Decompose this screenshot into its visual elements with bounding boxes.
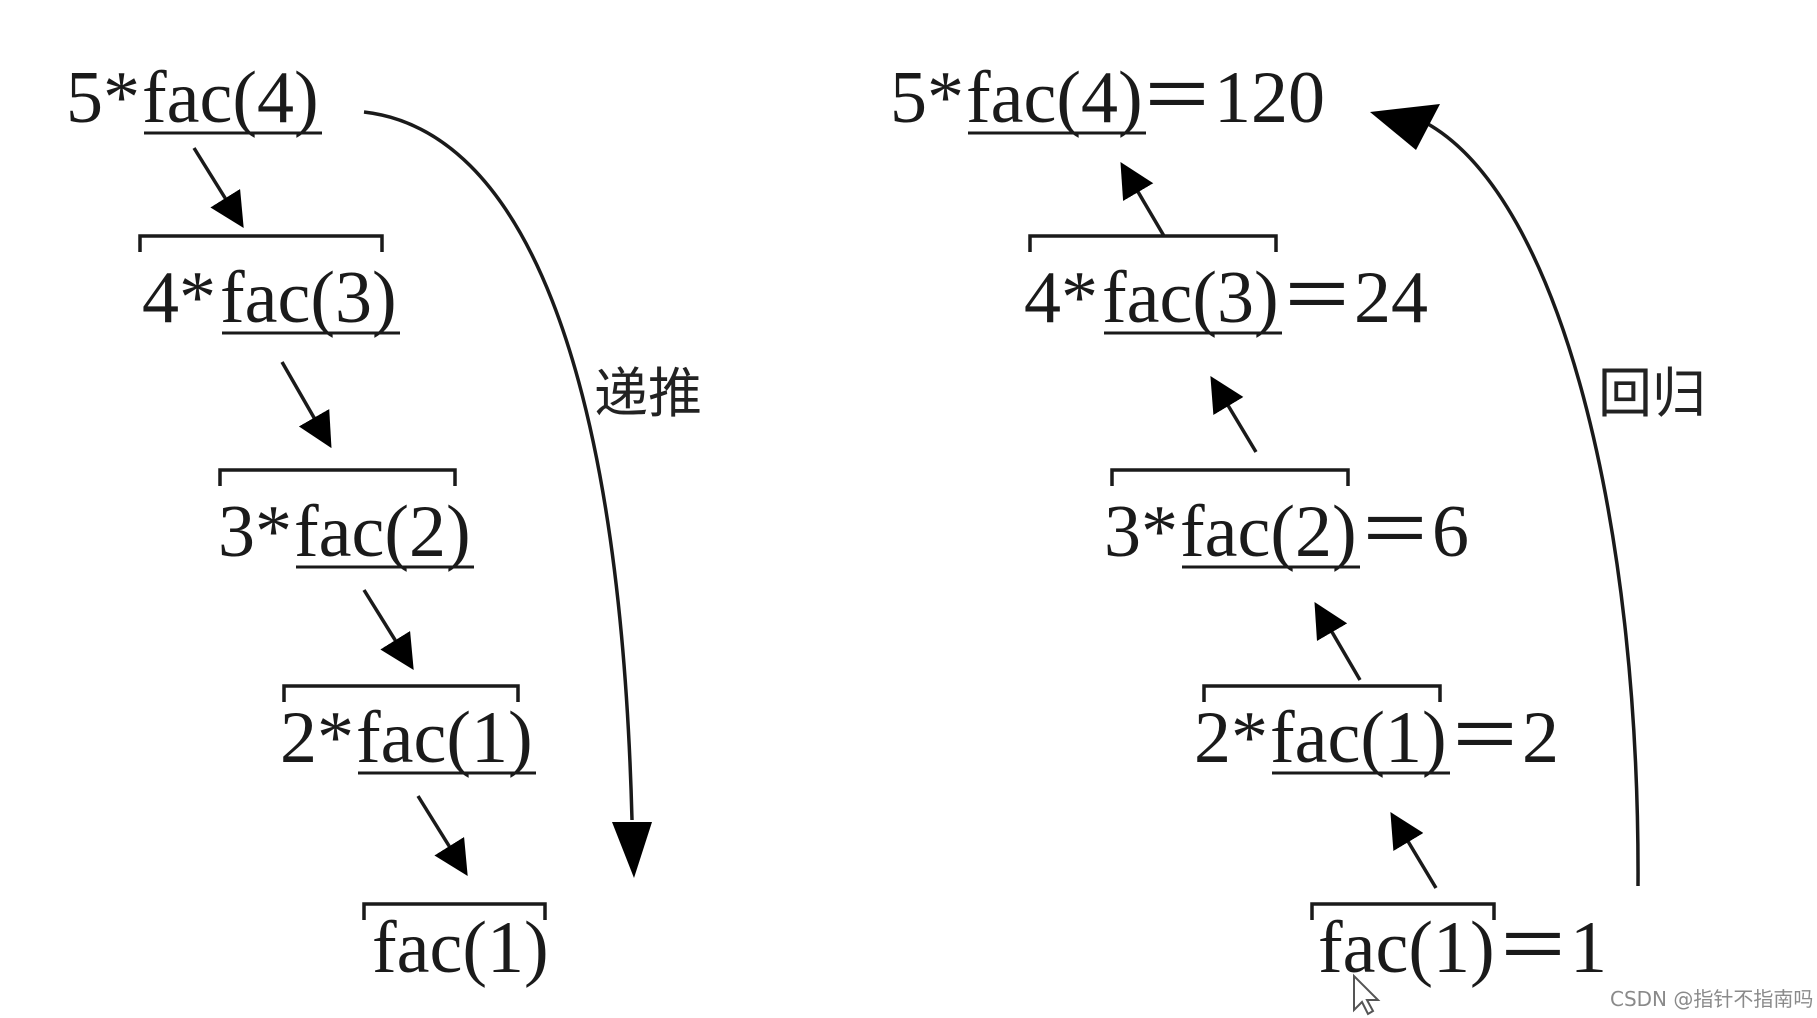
left-row-3-prefix: 2* [280, 697, 354, 779]
left-step-arrow-2 [280, 361, 332, 449]
left-column-label: 递推 [594, 362, 702, 425]
right-row-0-result: ＝120 [1140, 57, 1325, 139]
right-bracket-2 [1110, 468, 1350, 486]
right-column: 5* fac(4) ＝120 4* fac(3) ＝24 3* fac(2) ＝… [890, 57, 1706, 1016]
right-return-arrowhead [1370, 104, 1440, 150]
right-row-1-prefix: 4* [1024, 257, 1098, 339]
left-descent-curve [363, 110, 634, 821]
left-step-arrow-3 [362, 589, 414, 670]
left-descent-arrowhead [612, 822, 652, 878]
left-row-2-prefix: 3* [218, 491, 292, 573]
right-row-3-call: fac(1) [1270, 697, 1447, 779]
left-row-3-call: fac(1) [356, 697, 533, 779]
right-return-curve [1427, 122, 1640, 887]
left-row-0-prefix: 5* [66, 57, 140, 139]
right-row-1-result: ＝24 [1280, 257, 1428, 339]
right-row-2-prefix: 3* [1104, 491, 1178, 573]
left-bracket-3 [282, 684, 520, 702]
left-step-arrow-1 [192, 147, 244, 228]
left-row-4-call: fac(1) [372, 907, 549, 989]
right-bracket-3 [1202, 684, 1442, 702]
left-bracket-1 [138, 234, 384, 252]
mouse-cursor-icon [1353, 973, 1381, 1016]
left-row-1-call: fac(3) [220, 257, 397, 339]
left-row-2-call: fac(2) [294, 491, 471, 573]
right-row-2-result: ＝6 [1358, 491, 1469, 573]
right-row-1-call: fac(3) [1102, 257, 1279, 339]
right-row-3-result: ＝2 [1448, 697, 1559, 779]
left-row-1-prefix: 4* [142, 257, 216, 339]
right-row-3-prefix: 2* [1194, 697, 1268, 779]
right-step-arrow-2 [1210, 375, 1258, 453]
left-row-0-call: fac(4) [142, 57, 319, 139]
left-bracket-4 [362, 902, 547, 920]
right-column-label: 回归 [1598, 362, 1706, 425]
right-row-4-call: fac(1) [1318, 907, 1495, 989]
right-bracket-1 [1028, 234, 1278, 252]
right-row-0-call: fac(4) [966, 57, 1143, 139]
left-column: 5* fac(4) 4* fac(3) 3* fac(2) 2* fac(1) … [66, 57, 702, 989]
right-step-arrow-1 [1120, 161, 1166, 237]
right-step-arrow-3 [1314, 601, 1362, 681]
right-row-0-prefix: 5* [890, 57, 964, 139]
right-step-arrow-4 [1390, 811, 1438, 889]
left-bracket-2 [218, 468, 457, 486]
right-row-2-call: fac(2) [1180, 491, 1357, 573]
right-bracket-4 [1310, 902, 1496, 920]
watermark: CSDN @指针不指南吗 [1610, 987, 1813, 1011]
right-row-4-result: ＝1 [1496, 907, 1607, 989]
left-step-arrow-4 [416, 795, 468, 876]
